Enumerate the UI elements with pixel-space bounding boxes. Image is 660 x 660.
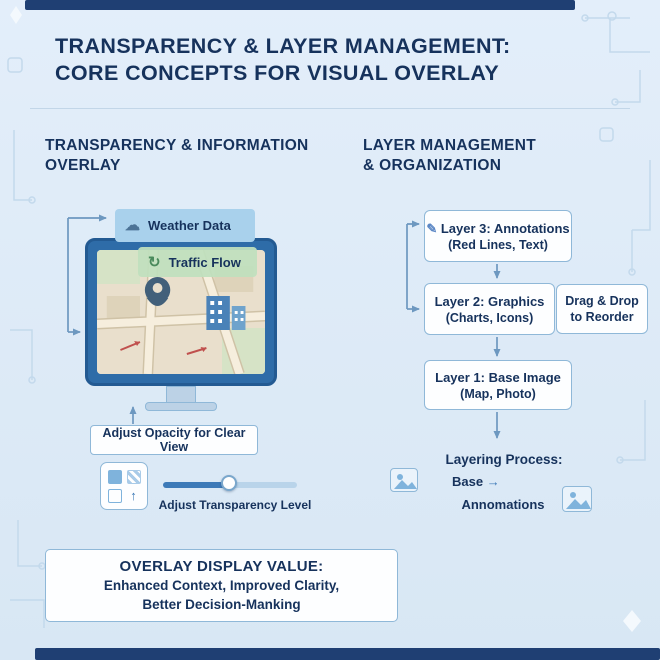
page-title-line2: CORE CONCEPTS FOR VISUAL OVERLAY (55, 61, 500, 85)
layer-square-outline-icon (107, 488, 122, 503)
opacity-note-box: Adjust Opacity for Clear View (90, 425, 258, 455)
layer-3-title: ✎ Layer 3: Annotations (426, 220, 569, 237)
overlay-value-title: OVERLAY DISPLAY VALUE: (119, 558, 324, 575)
layer-3-subtitle: (Red Lines, Text) (448, 237, 548, 252)
process-annotations-label: Annomations (461, 497, 545, 512)
overlay-value-line2: Better Decision-Manking (142, 597, 301, 612)
layer-1-subtitle: (Map, Photo) (460, 386, 536, 401)
refresh-icon: ↻ (148, 253, 161, 271)
transparency-slider-handle[interactable] (221, 475, 237, 491)
traffic-flow-overlay: ↻ Traffic Flow (138, 247, 257, 277)
layer-2-subtitle: (Charts, Icons) (445, 310, 534, 325)
drag-drop-line2: to Reorder (570, 310, 634, 324)
cloud-icon: ☁ (125, 217, 140, 234)
header-divider (30, 108, 630, 109)
layers-icon: ↑ (100, 462, 148, 510)
monitor-stand-base (145, 402, 217, 411)
process-base-text: Base (452, 474, 484, 489)
annotated-image-icon (562, 486, 592, 512)
right-arrow-icon: → (486, 474, 500, 489)
monitor-stand-neck (166, 386, 196, 403)
base-image-icon (390, 468, 418, 492)
weather-data-label: Weather Data (148, 218, 231, 233)
layer-2-box: Layer 2: Graphics (Charts, Icons) (424, 283, 555, 335)
process-base-label: Base → (452, 474, 500, 489)
page-title: TRANSPARENCY & LAYER MANAGEMENT: CORE CO… (55, 33, 511, 87)
overlay-value-line1: Enhanced Context, Improved Clarity, (103, 578, 340, 593)
right-heading-line2: & ORGANIZATION (363, 157, 502, 174)
drag-drop-line1: Drag & Drop (565, 294, 639, 308)
layer-square-striped-icon (126, 469, 141, 484)
overlay-value-box: OVERLAY DISPLAY VALUE: Enhanced Context,… (45, 549, 398, 622)
bottom-accent-bar (35, 648, 660, 660)
building-icon (206, 296, 246, 330)
left-section-heading: TRANSPARENCY & INFORMATION OVERLAY (45, 136, 309, 176)
top-accent-bar (25, 0, 575, 10)
traffic-flow-label: Traffic Flow (168, 254, 241, 270)
layer-1-title: Layer 1: Base Image (435, 369, 561, 385)
right-section-heading: LAYER MANAGEMENT & ORGANIZATION (363, 136, 536, 176)
pencil-icon: ✎ (426, 220, 438, 236)
drag-drop-box[interactable]: Drag & Drop to Reorder (556, 284, 648, 334)
layer-2-title: Layer 2: Graphics (434, 293, 545, 309)
layer-3-title-text: Layer 3: Annotations (440, 220, 570, 236)
page-title-line1: TRANSPARENCY & LAYER MANAGEMENT: (55, 34, 511, 58)
weather-data-overlay: ☁ Weather Data (115, 209, 255, 242)
layering-process-title: Layering Process: (445, 452, 563, 467)
map-pin-icon (144, 277, 171, 306)
left-heading-line1: TRANSPARENCY & INFORMATION (45, 137, 309, 154)
layer-1-box: Layer 1: Base Image (Map, Photo) (424, 360, 572, 410)
layer-square-filled-icon (107, 469, 122, 484)
layer-3-box: ✎ Layer 3: Annotations (Red Lines, Text) (424, 210, 572, 262)
right-heading-line1: LAYER MANAGEMENT (363, 137, 537, 154)
slider-label: Adjust Transparency Level (158, 498, 312, 512)
up-arrow-icon: ↑ (130, 487, 137, 503)
opacity-note-label: Adjust Opacity for Clear View (102, 426, 246, 454)
left-heading-line2: OVERLAY (45, 157, 121, 174)
